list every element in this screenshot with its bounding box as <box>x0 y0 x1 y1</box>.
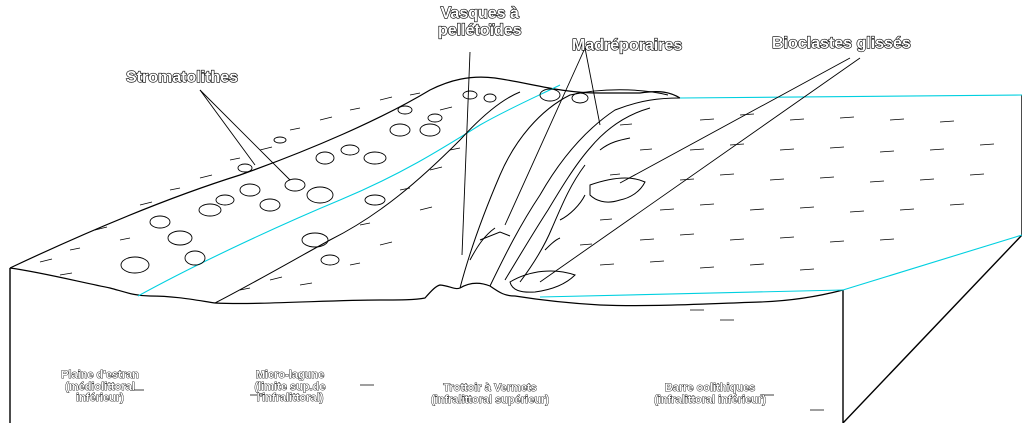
zone-plaine-estran-line1: Plaine d'estran <box>35 370 165 382</box>
label-vasques-line2: pellétoïdes <box>438 23 522 40</box>
water-lines <box>138 85 1022 297</box>
zone-micro-lagune: Micro-lagune (limite sup.de l'infralitto… <box>225 370 355 405</box>
stromatolites <box>121 89 588 273</box>
label-madreporaires: Madréporaires <box>572 38 682 54</box>
zone-plaine-estran: Plaine d'estran (médiolittoral inférieur… <box>35 370 165 405</box>
label-vasques: Vasques à pellétoïdes <box>438 6 522 40</box>
label-bioclastes: Bioclastes glissés <box>772 36 911 52</box>
zone-micro-lagune-line3: l'infralittoral) <box>225 393 355 405</box>
zone-barre-oolithiques-line2: (infralittoral inférieur) <box>630 395 790 407</box>
label-stromatolithes: Stromatolithes <box>126 70 238 86</box>
bioclast-fans <box>510 178 645 292</box>
zone-trottoir-vermets-line1: Trottoir à Vermets <box>410 383 570 395</box>
zone-micro-lagune-line1: Micro-lagune <box>225 370 355 382</box>
zone-trottoir-vermets: Trottoir à Vermets (infralittoral supéri… <box>410 383 570 406</box>
zone-barre-oolithiques-line1: Barre oolithiques <box>630 383 790 395</box>
zone-trottoir-vermets-line2: (infralittoral supérieur) <box>410 395 570 407</box>
zone-plaine-estran-line3: inférieur) <box>35 393 165 405</box>
zone-barre-oolithiques: Barre oolithiques (infralittoral inférie… <box>630 383 790 406</box>
vermet-ridge <box>460 90 680 288</box>
front-profile <box>10 268 843 306</box>
label-vasques-line1: Vasques à <box>438 6 522 23</box>
leader-lines <box>200 48 860 282</box>
